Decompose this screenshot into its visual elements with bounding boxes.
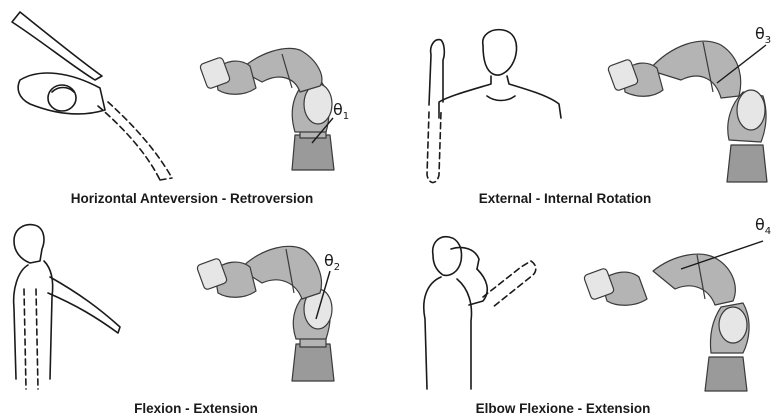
robot-arm xyxy=(391,0,782,209)
theta-2-label: θ2 xyxy=(324,251,340,273)
theta-1-label: θ1 xyxy=(333,100,349,122)
robot-arm xyxy=(0,209,391,419)
panel-horizontal-anteversion: θ1 Horizontal Anteversion - Retroversion xyxy=(0,0,391,209)
theta-3-label: θ3 xyxy=(755,24,771,46)
theta-4-label: θ4 xyxy=(755,215,771,237)
caption-flexion: Flexion - Extension xyxy=(134,401,258,416)
caption-horizontal: Horizontal Anteversion - Retroversion xyxy=(71,191,314,206)
caption-elbow: Elbow Flexione - Extension xyxy=(476,401,651,416)
panel-flexion-extension: θ2 Flexion - Extension xyxy=(0,209,391,418)
caption-rotation: External - Internal Rotation xyxy=(479,191,652,206)
robot-arm xyxy=(391,209,782,419)
panel-elbow-flexion: θ4 Elbow Flexione - Extension xyxy=(391,209,782,418)
panel-external-internal-rotation: θ3 External - Internal Rotation xyxy=(391,0,782,209)
